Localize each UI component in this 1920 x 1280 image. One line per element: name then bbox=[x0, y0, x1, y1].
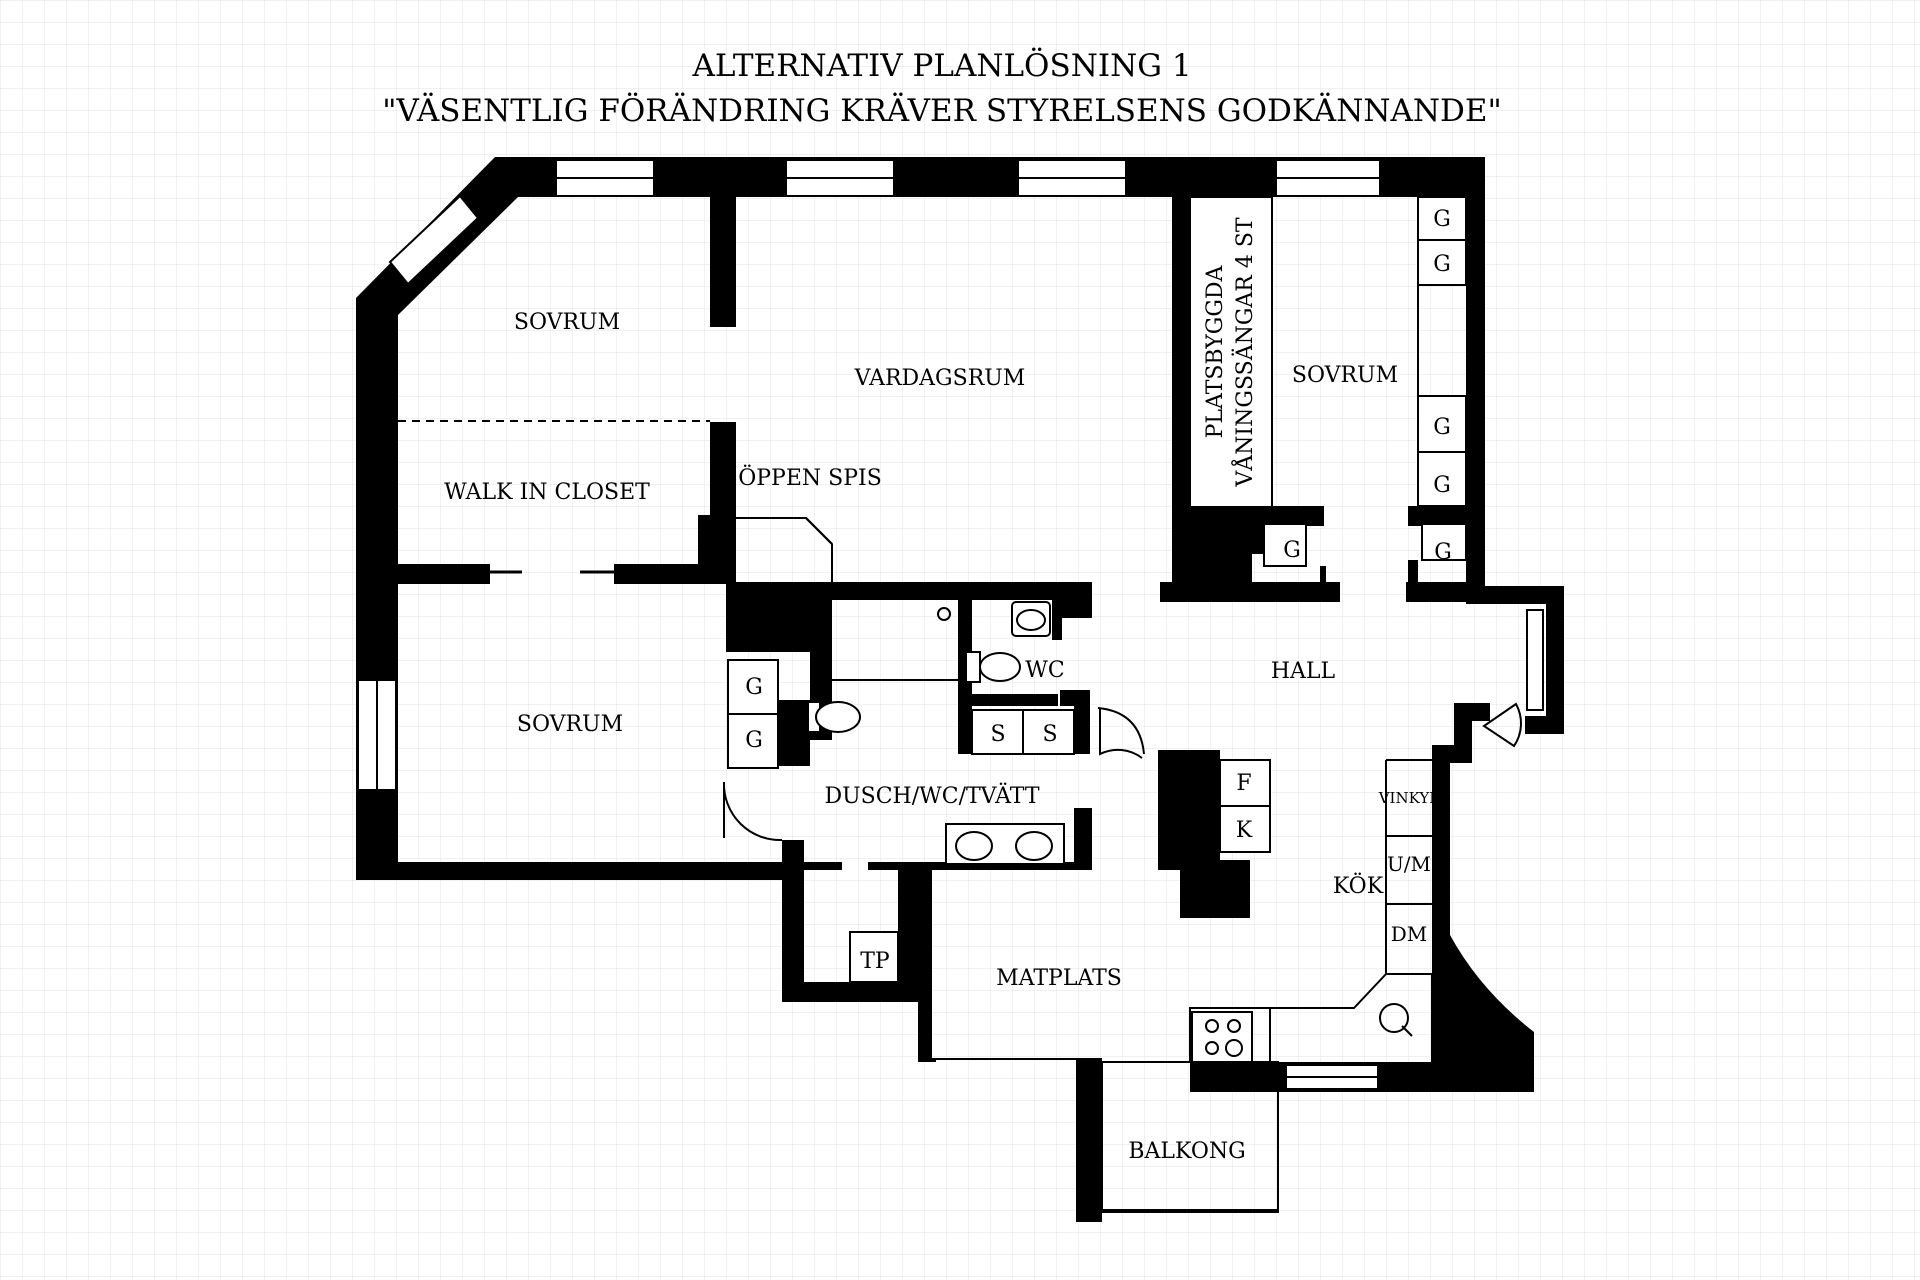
room-wc: WC bbox=[1025, 658, 1064, 683]
windows bbox=[357, 159, 1544, 1213]
doors bbox=[722, 702, 1523, 842]
label-g-3: G bbox=[1433, 415, 1451, 440]
label-g-1: G bbox=[1433, 207, 1451, 232]
label-g-7: G bbox=[745, 675, 763, 700]
label-s-1: S bbox=[990, 722, 1005, 747]
label-g-8: G bbox=[745, 728, 763, 753]
label-tp: TP bbox=[860, 949, 890, 974]
label-vinkyl: VINKYL bbox=[1378, 789, 1440, 807]
room-matplats: MATPLATS bbox=[996, 966, 1122, 991]
room-hall: HALL bbox=[1271, 659, 1336, 684]
label-dm: DM bbox=[1391, 922, 1428, 946]
fixture-labels: G G G G G G G G S S F K TP VINKYL U/M DM bbox=[745, 207, 1452, 974]
interior-walls bbox=[398, 197, 1468, 918]
fixtures-outlines bbox=[398, 196, 1467, 1062]
label-s-2: S bbox=[1042, 722, 1057, 747]
label-g-6: G bbox=[1434, 540, 1452, 565]
label-oppen-spis: ÖPPEN SPIS bbox=[738, 464, 882, 491]
room-kok: KÖK bbox=[1333, 872, 1384, 899]
label-g-4: G bbox=[1433, 473, 1451, 498]
room-walk-in-closet: WALK IN CLOSET bbox=[444, 480, 650, 505]
wardrobe-note-line1: PLATSBYGGDA bbox=[1203, 264, 1228, 438]
room-labels: SOVRUM VARDAGSRUM SOVRUM WALK IN CLOSET … bbox=[444, 217, 1398, 1164]
room-dusch-wc-tvatt: DUSCH/WC/TVÄTT bbox=[824, 782, 1039, 809]
plan-subtitle: "VÄSENTLIG FÖRÄNDRING KRÄVER STYRELSENS … bbox=[382, 91, 1501, 129]
label-g-2: G bbox=[1433, 252, 1451, 277]
wardrobe-note-line2: VÅNINGSSÄNGAR 4 ST bbox=[1230, 217, 1258, 488]
room-vardagsrum: VARDAGSRUM bbox=[854, 366, 1026, 391]
plan-title: ALTERNATIV PLANLÖSNING 1 bbox=[691, 46, 1191, 84]
label-k: K bbox=[1236, 818, 1253, 843]
label-um: U/M bbox=[1387, 852, 1431, 876]
sanitary-fixtures bbox=[807, 601, 1413, 1063]
room-sovrum-right: SOVRUM bbox=[1292, 363, 1398, 388]
label-f: F bbox=[1236, 771, 1251, 796]
room-sovrum-bottom-left: SOVRUM bbox=[517, 712, 623, 737]
room-sovrum-top-left: SOVRUM bbox=[514, 310, 620, 335]
room-balkong: BALKONG bbox=[1128, 1139, 1245, 1164]
label-g-5: G bbox=[1283, 538, 1301, 563]
